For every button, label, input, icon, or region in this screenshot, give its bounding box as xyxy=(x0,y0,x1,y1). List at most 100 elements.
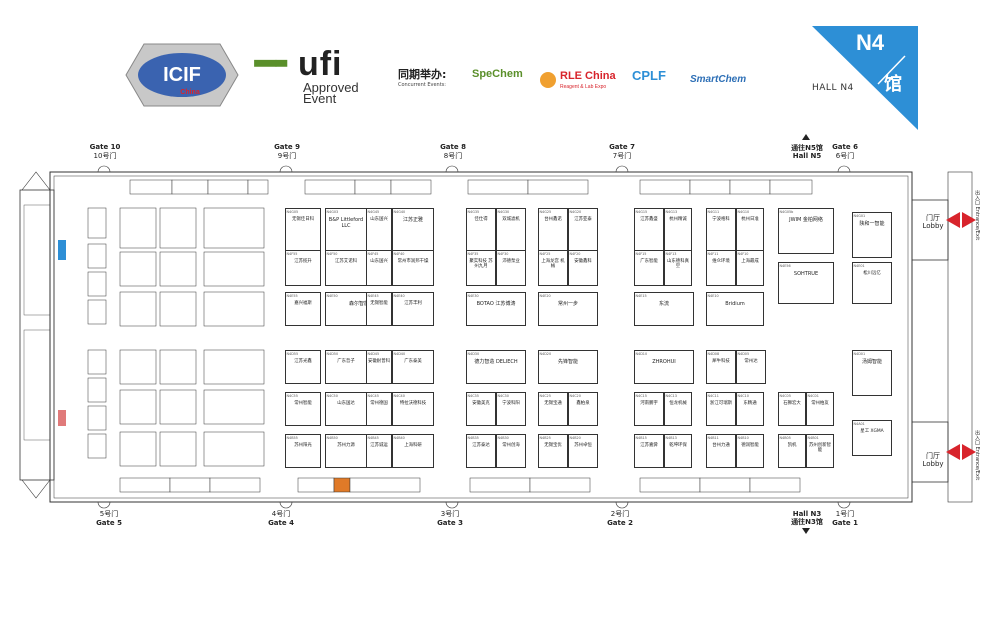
booth-name: 上海科研 xyxy=(404,442,422,448)
icif-logo-text: ICIF xyxy=(163,64,201,86)
top-booth-strip xyxy=(129,179,813,195)
booth-name: 上海最成 xyxy=(741,258,759,264)
booth-id: N4G20 xyxy=(569,209,582,214)
concurrent-cn: 同期举办: xyxy=(398,68,447,81)
booth-id: N4B05 xyxy=(779,435,791,440)
booth-id: N4G10 xyxy=(737,209,750,214)
booth-name: 宁波格科 xyxy=(712,216,730,222)
booth-id: N4C35 xyxy=(467,393,479,398)
booth-name: 凯机 xyxy=(787,442,797,448)
booth-name: 森尔智能 xyxy=(348,300,369,307)
booth-name: 江苏艾诺科 xyxy=(335,258,357,264)
booth-id: N4A01 xyxy=(853,421,865,426)
booth-name: 广东哲子 xyxy=(337,358,355,364)
booth-name: 台州力通 xyxy=(712,442,730,448)
booth-id: N4D50 xyxy=(326,351,339,356)
booth-id: N4C10 xyxy=(737,393,749,398)
booth[interactable]: N4B05 凯机 xyxy=(778,434,806,468)
booth-name: 常州智能 xyxy=(294,400,312,406)
hall-badge-text: N4 xyxy=(856,30,885,55)
booth[interactable]: N4D50 广东哲子 xyxy=(325,350,367,384)
rle-circle-icon xyxy=(540,72,556,88)
booth-name: 恒龙机械 xyxy=(669,400,687,406)
booth-name: 苏州阳光 xyxy=(294,442,312,448)
